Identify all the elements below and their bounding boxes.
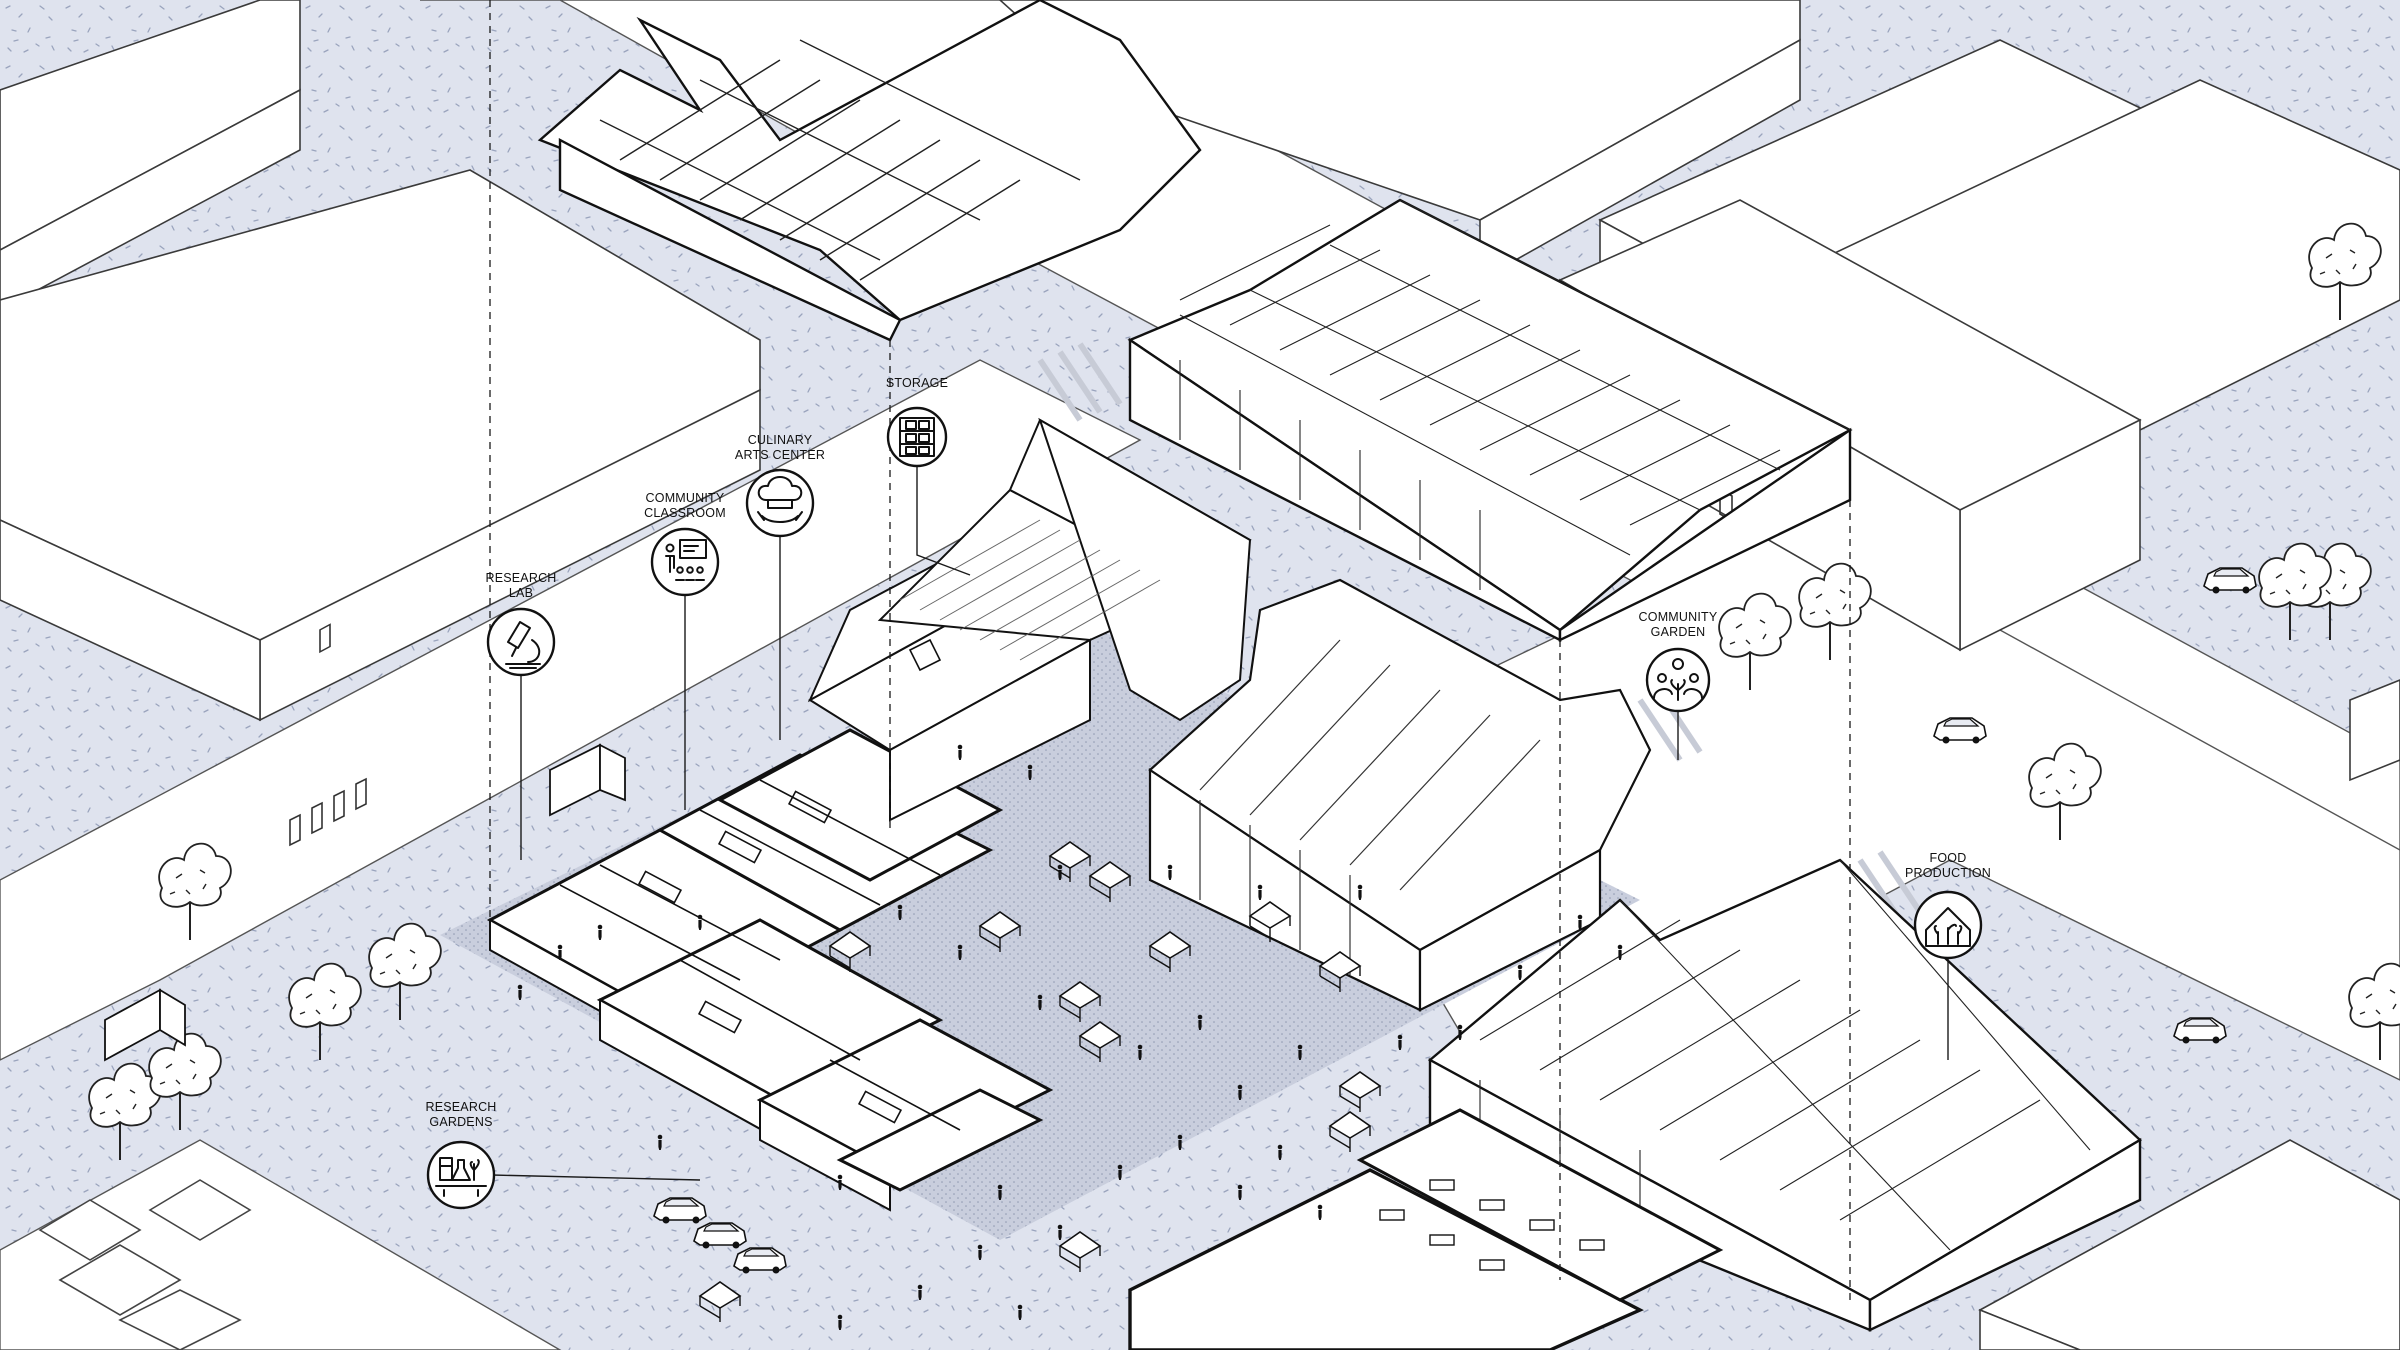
callout-lab-line-1: RESEARCH [485,571,556,585]
greenhouse-plant-icon [1925,907,1971,947]
exploded-greenhouse-top [537,0,1202,342]
callout-culinary-badge [745,468,815,538]
callout-gardens-line-1: RESEARCH [425,1100,496,1114]
callout-lab: RESEARCH LAB [485,571,556,677]
lab-flasks-icon [435,1157,487,1197]
callout-garden-line-1: COMMUNITY [1639,610,1718,624]
callout-garden: COMMUNITY GARDEN [1639,610,1718,713]
callout-culinary: CULINARY ARTS CENTER [735,433,825,538]
culinary-arts-building [807,417,1252,822]
callout-garden-line-2: GARDEN [1651,625,1706,639]
callout-classroom-line-1: COMMUNITY [646,491,725,505]
callout-classroom-line-2: CLASSROOM [644,506,726,520]
market-hall [1128,1108,1724,1350]
callout-lab-line-2: LAB [509,586,533,600]
callout-food-line-2: PRODUCTION [1905,866,1991,880]
storage-shelves-icon [899,417,935,457]
food-production-greenhouse [1427,858,2142,1332]
callout-gardens-line-2: GARDENS [429,1115,492,1129]
callout-culinary-line-2: ARTS CENTER [735,448,825,462]
callout-garden-badge [1645,647,1711,713]
central-greenhouse [1148,578,1652,1012]
callout-gardens-badge [426,1140,496,1210]
exploded-greenhouse-long [1127,198,1853,642]
callout-culinary-line-1: CULINARY [748,433,813,447]
chef-hat-icon [757,476,803,523]
callout-gardens: RESEARCH GARDENS [425,1100,496,1210]
microscope-icon [505,621,541,669]
callout-food-badge [1913,890,1983,960]
projection-lines [489,0,1851,1300]
callout-storage: STORAGE [886,376,948,468]
people-plant-icon [1653,658,1703,701]
leader-lines [491,462,1949,1181]
callout-food: FOOD PRODUCTION [1905,851,1991,960]
callout-classroom-badge [650,527,720,597]
teacher-board-icon [665,539,707,581]
cutaway-buildings [486,728,1054,1212]
callout-classroom: COMMUNITY CLASSROOM [644,491,726,597]
callout-food-line-1: FOOD [1930,851,1967,865]
vehicles [104,567,2257,1275]
callout-storage-line-1: STORAGE [886,376,948,390]
